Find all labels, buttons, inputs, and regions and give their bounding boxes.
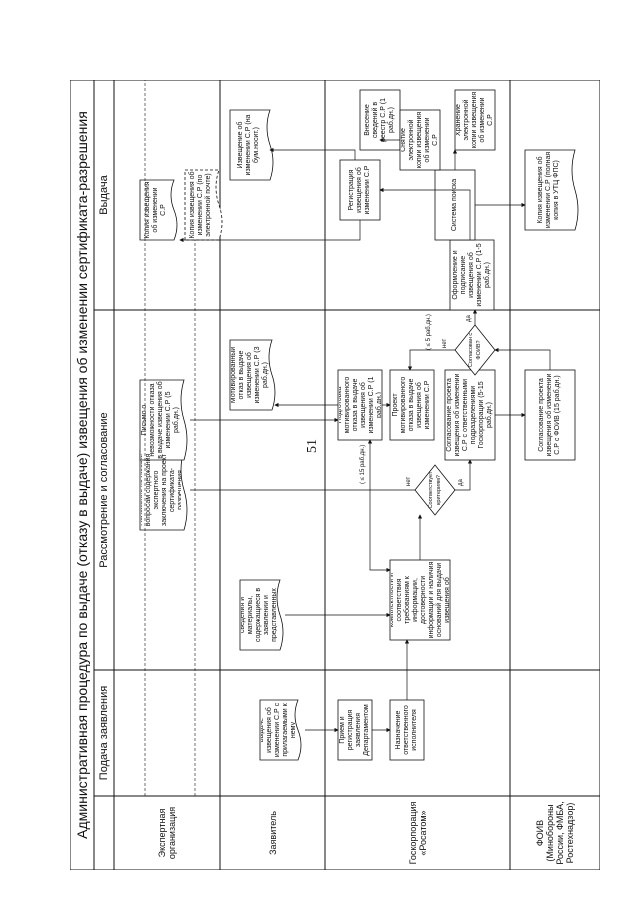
edge-label-no-2: нет bbox=[442, 338, 448, 348]
node-approval-foiv: Согласование проекта извещения об измене… bbox=[538, 373, 561, 457]
lane-foiv: ФОИВ (Минобороны России, ФМБА, Ростехнад… bbox=[535, 801, 575, 865]
node-check: Проверка на предмет комплектности и соот… bbox=[391, 561, 449, 639]
edge-label-yes-1: да bbox=[458, 479, 464, 486]
lane-applicant: Заявитель bbox=[267, 811, 278, 855]
node-refusal-draft: Проект мотивированного отказа в выдаче и… bbox=[392, 376, 431, 434]
node-letter: Письмо о невозможности отказа в выдаче и… bbox=[141, 381, 180, 459]
node-e-storage: Хранение электронной копии извещения об … bbox=[456, 91, 494, 149]
process-diagram: Административная процедура по выдаче (от… bbox=[70, 80, 600, 870]
node-signing: Оформление и подписание извещения об изм… bbox=[452, 243, 491, 307]
decision-criteria: Соответствует критериям? bbox=[428, 471, 442, 509]
phase-submission: Подача заявления bbox=[98, 685, 110, 781]
node-refusal: Мотивированный отказ в выдаче извещения … bbox=[231, 346, 269, 404]
diagram-title: Административная процедура по выдаче (от… bbox=[74, 111, 90, 839]
diagram-lines bbox=[70, 80, 600, 870]
edge-label-yes-2: да bbox=[466, 315, 472, 322]
node-assign: Назначение ответственного исполнителя bbox=[395, 705, 418, 755]
node-copy-full: Копия извещения об изменении С.Р (полная… bbox=[537, 151, 560, 229]
edge-label-time-2: ( ≤ 5 раб.дн.) bbox=[426, 314, 432, 350]
phase-issuance: Выдача bbox=[98, 175, 110, 215]
node-copy-email: Копия извещения об изменении С.Р (по эле… bbox=[189, 171, 212, 239]
node-application: Заявление о выдаче извещения об изменени… bbox=[261, 702, 295, 758]
phase-review: Рассмотрение и согласование bbox=[98, 412, 110, 568]
node-registry: Внесение сведений в реестр С.Р (1 раб.дн… bbox=[364, 97, 395, 143]
lane-rosatom: Госкорпорация «Росатом» bbox=[407, 801, 428, 865]
edge-label-no-1: нет bbox=[406, 476, 412, 486]
decision-foiv: Согласован с ФОИВ? bbox=[468, 332, 482, 368]
lane-expert-org: Экспертная организация bbox=[157, 806, 177, 860]
node-copy: Копия извещения об изменении С.Р bbox=[144, 181, 167, 239]
edge-label-time-1: ( ≤ 15 раб.дн.) bbox=[360, 444, 366, 484]
node-notice-paper: Извещение об изменении С.Р (на бум.носит… bbox=[237, 114, 260, 176]
node-prepare-refusal: Подготовка мотивированного отказа в выда… bbox=[339, 376, 381, 434]
node-expert-opinion: Положение по любым вопросам содержания э… bbox=[141, 453, 181, 527]
node-docs: Документальные сведения и материалы, сод… bbox=[241, 587, 277, 643]
node-approval-internal: Согласование проекта извещения об измене… bbox=[446, 373, 493, 457]
node-e-copy: Снятие электронной копии извещения об из… bbox=[401, 111, 439, 169]
node-search-system: Система поиска bbox=[451, 178, 458, 232]
node-registration: Регистрация извещения об изменении С.Р bbox=[348, 165, 371, 215]
node-receipt: Прием и регистрация заявления Департамен… bbox=[339, 704, 370, 756]
